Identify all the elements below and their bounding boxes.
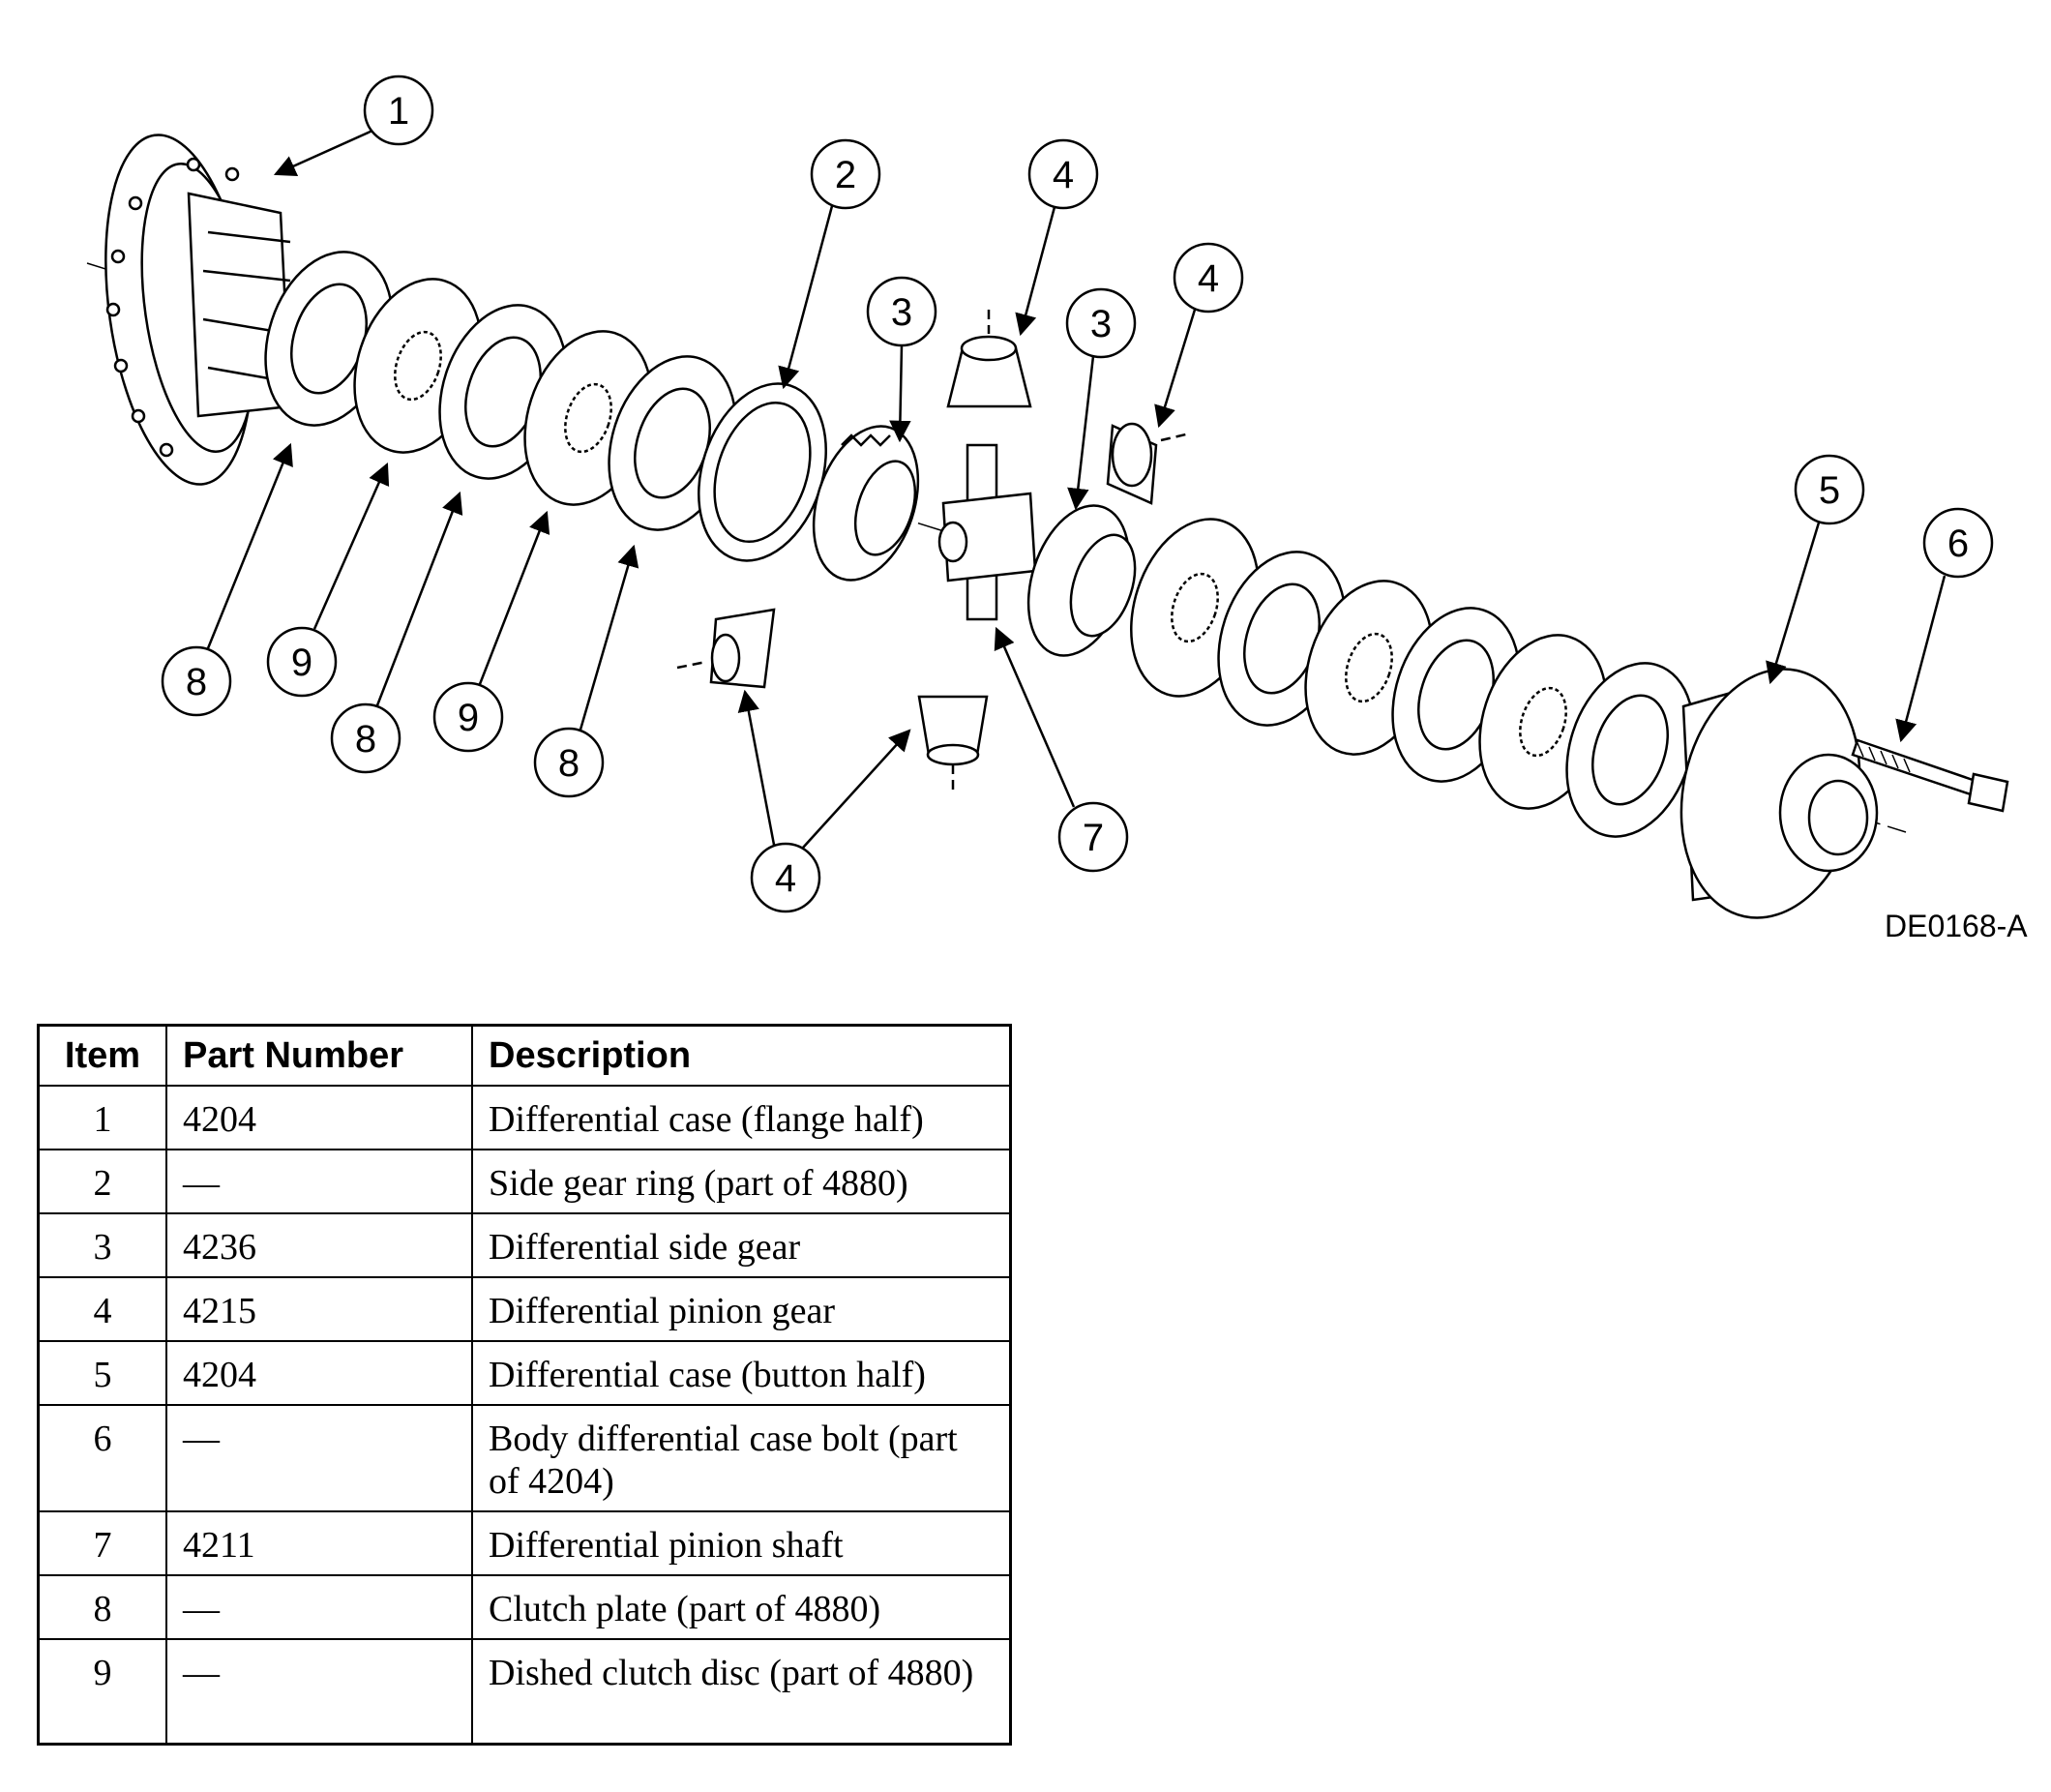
cell-part: 4236 [165, 1212, 473, 1278]
cell-part: — [165, 1404, 473, 1512]
cell-part: — [165, 1149, 473, 1214]
callout-label: 7 [1083, 817, 1104, 859]
cell-part: 4204 [165, 1340, 473, 1406]
figure-id: DE0168-A [1885, 909, 2028, 943]
callout-label: 4 [1198, 257, 1219, 300]
cell-item: 1 [37, 1085, 167, 1150]
table-row: 6 — Body differential case bolt (part of… [37, 1404, 1012, 1512]
right-clutch-stack [1130, 518, 1695, 838]
callout-label: 9 [458, 697, 479, 739]
cell-item: 5 [37, 1340, 167, 1406]
pinion-gears [676, 310, 1191, 793]
callout-label: 4 [775, 857, 796, 900]
callout-label: 1 [388, 90, 409, 133]
table-row: 5 4204 Differential case (button half) [37, 1340, 1012, 1406]
callout-circle [432, 681, 504, 753]
header-description: Description [471, 1024, 1012, 1087]
callout-label: 8 [186, 661, 207, 703]
cell-desc: Differential case (flange half) [471, 1085, 1012, 1150]
callout-label: 9 [291, 642, 312, 684]
callout-circle [750, 842, 821, 913]
differential-case-flange-half [104, 134, 292, 486]
case-bolt [1851, 738, 2009, 813]
callout-label: 3 [891, 291, 912, 334]
callout-circle [1922, 507, 1994, 579]
callout-circle [1027, 138, 1099, 210]
header-part-number: Part Number [165, 1024, 473, 1087]
table-row: 4 4215 Differential pinion gear [37, 1276, 1012, 1342]
cell-item: 6 [37, 1404, 167, 1512]
left-clutch-stack [264, 251, 827, 562]
callout-circle [533, 727, 605, 798]
cell-item: 2 [37, 1149, 167, 1214]
header-item: Item [37, 1024, 167, 1087]
table-header-row: Item Part Number Description [37, 1024, 1012, 1087]
callout-circle [1794, 454, 1865, 525]
callout-label: 3 [1090, 303, 1112, 345]
callout-label: 2 [835, 154, 856, 196]
table-row: 1 4204 Differential case (flange half) [37, 1085, 1012, 1150]
callout-circle [810, 138, 881, 210]
cell-part: 4204 [165, 1085, 473, 1150]
cell-desc: Dished clutch disc (part of 4880) [471, 1638, 1012, 1746]
callout-circle [330, 702, 401, 774]
callout-circle [1173, 242, 1244, 314]
pinion-shaft [937, 443, 1037, 621]
cell-desc: Differential case (button half) [471, 1340, 1012, 1406]
callout-circle [363, 75, 434, 146]
callout-label: 4 [1053, 154, 1074, 196]
callout-circle [1057, 801, 1129, 873]
cell-part: — [165, 1574, 473, 1640]
cell-item: 9 [37, 1638, 167, 1746]
callout-label: 8 [558, 742, 580, 785]
cell-part: — [165, 1638, 473, 1746]
callout-label: 6 [1947, 523, 1969, 565]
table-row: 9 — Dished clutch disc (part of 4880) [37, 1638, 1012, 1746]
cell-item: 7 [37, 1510, 167, 1576]
cell-desc: Differential pinion gear [471, 1276, 1012, 1342]
callout-circle [1065, 287, 1137, 359]
side-gear-left [812, 425, 920, 582]
callout-labels: 1 2 3 4 3 4 4 5 6 7 8 9 8 9 8 [186, 90, 1969, 900]
cell-desc: Side gear ring (part of 4880) [471, 1149, 1012, 1214]
side-gear-right [1026, 504, 1137, 657]
table-row: 3 4236 Differential side gear [37, 1212, 1012, 1278]
cell-item: 4 [37, 1276, 167, 1342]
callout-label: 5 [1819, 469, 1840, 512]
cell-item: 3 [37, 1212, 167, 1278]
table-row: 2 — Side gear ring (part of 4880) [37, 1149, 1012, 1214]
cell-part: 4215 [165, 1276, 473, 1342]
cell-desc: Differential pinion shaft [471, 1510, 1012, 1576]
cell-part: 4211 [165, 1510, 473, 1576]
cell-desc: Clutch plate (part of 4880) [471, 1574, 1012, 1640]
cell-desc: Differential side gear [471, 1212, 1012, 1278]
table-row: 8 — Clutch plate (part of 4880) [37, 1574, 1012, 1640]
differential-case-button-half [1679, 668, 1879, 919]
callout-circle [266, 626, 338, 698]
cell-desc: Body differential case bolt (part of 420… [471, 1404, 1012, 1512]
cell-item: 8 [37, 1574, 167, 1640]
callout-label: 8 [355, 718, 376, 761]
table-row: 7 4211 Differential pinion shaft [37, 1510, 1012, 1576]
callout-circle [161, 645, 232, 717]
exploded-diagram: 1 2 3 4 3 4 4 5 6 7 8 9 8 9 8 DE0168-A [86, 75, 2028, 943]
parts-table: Item Part Number Description 1 4204 Diff… [37, 1024, 1012, 1746]
callouts [161, 75, 1994, 913]
